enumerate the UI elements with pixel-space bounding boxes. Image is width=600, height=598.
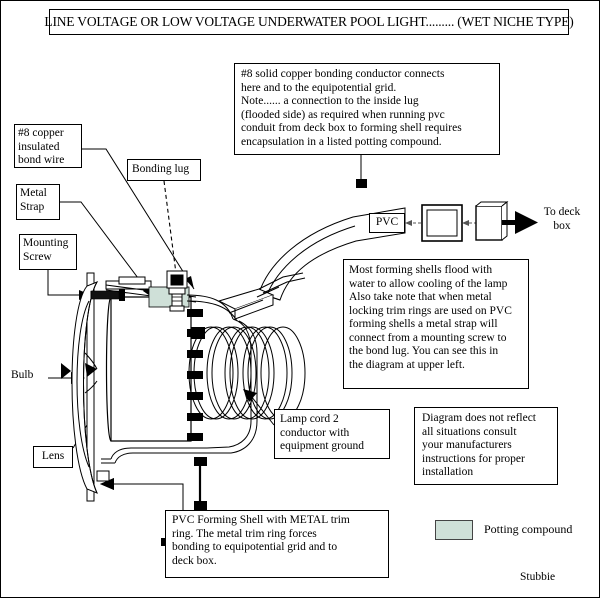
lamp-cord-exit (101, 447, 207, 464)
note-line: ring. The metal trim ring forces (172, 527, 317, 540)
bulb-reflector (76, 300, 98, 468)
callout-pvc: PVC (369, 213, 405, 233)
callout-bulb: Bulb (11, 369, 34, 381)
conduit-dashes-2 (462, 220, 477, 226)
note-pvc-forming-shell: PVC Forming Shell with METAL trim ring. … (165, 510, 389, 578)
callout-line: insulated (18, 140, 60, 153)
callout-bonding-lug: Bonding lug (127, 159, 201, 181)
callout-line: #8 copper (18, 127, 64, 139)
bulb-arrow-head (85, 363, 97, 377)
conduit-dashes-1 (405, 220, 421, 226)
callout-line: equipment ground (280, 440, 364, 453)
conduit-coupling (421, 204, 463, 242)
note-line: all situations consult (422, 425, 517, 438)
cord-entry-hub (217, 288, 275, 320)
callout-to-deck-box: To deck box (531, 206, 593, 242)
note-line: water to allow cooling of the lamp (349, 277, 508, 290)
note-line: encapsulation in a listed potting compou… (241, 135, 442, 148)
callout-line: To deck (543, 206, 581, 218)
note-line: conduit from deck box to forming shell r… (241, 122, 462, 135)
bond-wire-drop (194, 457, 207, 510)
note-line: locking trim rings are used on PVC (349, 304, 512, 317)
callout-line: Lamp cord 2 (280, 413, 339, 425)
note-line: bonding to equipotential grid and to (172, 541, 338, 554)
legend-potting-compound-swatch (435, 520, 473, 540)
arrow-to-deck-box (502, 211, 538, 234)
pvc-conduit (258, 207, 406, 301)
bulb-arrow-head-2 (61, 363, 71, 379)
leader-top-note (356, 155, 367, 188)
callout-bond-wire: #8 copper insulated bond wire (14, 124, 82, 168)
note-line: your manufacturers (422, 439, 512, 452)
note-line: Note...... a connection to the inside lu… (241, 95, 419, 108)
housing-foot (96, 470, 110, 482)
note-disclaimer: Diagram does not reflect all situations … (414, 407, 558, 485)
note-line: the diagram at upper left. (349, 358, 465, 371)
top-wires (256, 272, 306, 298)
note-bonding-conductor: #8 solid copper bonding conductor connec… (234, 63, 500, 155)
note-line: instructions for proper (422, 452, 525, 465)
note-line: Also take note that when metal (349, 291, 492, 304)
lamp-housing (105, 296, 192, 442)
callout-line: bond wire (18, 154, 65, 167)
note-line: forming shells a metal strap will (349, 318, 498, 331)
legend-potting-compound-label: Potting compound (484, 522, 573, 536)
callout-line: Strap (20, 200, 45, 213)
lamp-cord-coil (188, 318, 306, 454)
note-line: connect from a mounting screw to (349, 331, 507, 344)
callout-line: Screw (23, 250, 52, 263)
mounting-screw (90, 289, 125, 301)
callout-line: Metal (20, 187, 47, 199)
callout-line: conductor with (280, 426, 350, 439)
niche-wall (86, 272, 95, 502)
note-line: (flooded side) as required when running … (241, 108, 445, 121)
note-line: the bond lug. You can see this in (349, 345, 499, 358)
note-line: deck box. (172, 554, 217, 567)
note-line: here and to the equipotential grid. (241, 81, 397, 94)
trim-ring-arrow (100, 478, 114, 490)
callout-line: box (553, 219, 571, 232)
note-line: Diagram does not reflect (422, 412, 536, 424)
note-forming-shells: Most forming shells flood with water to … (343, 259, 529, 389)
note-line: PVC Forming Shell with METAL trim (172, 514, 350, 526)
callout-lens: Lens (33, 446, 73, 468)
callout-mounting-screw: Mounting Screw (19, 234, 77, 270)
callout-lamp-cord: Lamp cord 2 conductor with equipment gro… (274, 409, 390, 459)
callout-metal-strap: Metal Strap (16, 184, 60, 220)
note-line: Most forming shells flood with (349, 264, 493, 276)
housing-bolts (187, 309, 205, 441)
note-line: #8 solid copper bonding conductor connec… (241, 68, 445, 80)
leader-lamp-cord (243, 389, 275, 426)
page-title: LINE VOLTAGE OR LOW VOLTAGE UNDERWATER P… (44, 9, 574, 35)
note-line: installation (422, 466, 474, 479)
author-signature: Stubbie (520, 571, 556, 583)
bonding-lug (166, 270, 188, 312)
callout-line: Mounting (23, 237, 69, 249)
